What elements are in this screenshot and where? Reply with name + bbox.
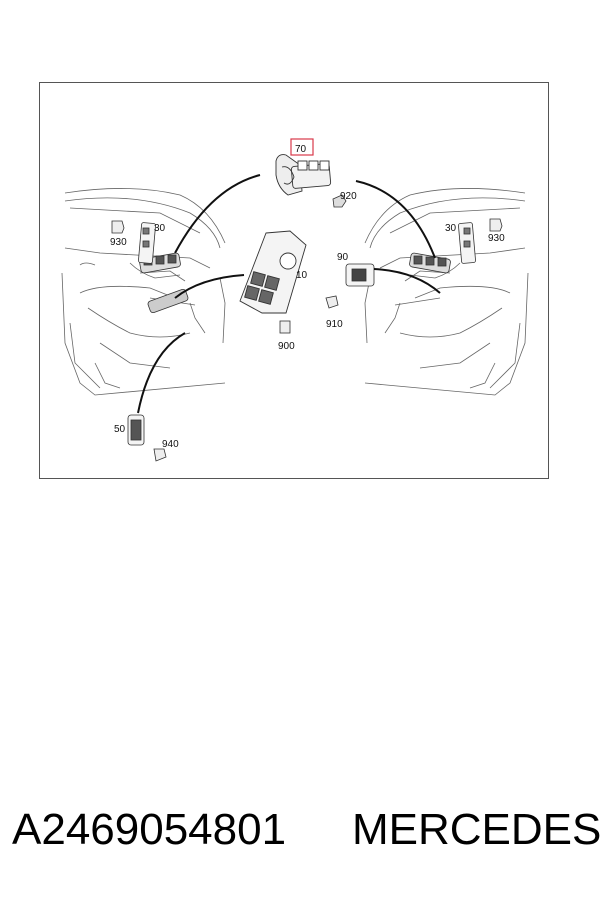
callout-930-right: 930 [488,233,505,244]
switch-50 [127,414,145,446]
callout-70-highlight-box [290,138,314,156]
callout-30-right: 30 [445,223,457,234]
seat-switch-70 [275,154,332,196]
diagram-frame: 70 920 930 30 10 900 90 910 30 930 50 94… [39,82,549,479]
leader-lines [137,174,441,414]
callout-30-left: 30 [154,223,166,234]
connector-930-right [489,218,503,232]
left-door-drawing [61,188,226,396]
connector-900 [279,320,291,334]
window-switch-unit-10 [239,230,307,314]
connector-930-left [111,220,125,234]
connector-920 [332,194,347,208]
switch-90 [345,263,375,287]
switch-30-left [138,222,156,264]
callout-70: 70 [295,144,307,155]
callout-940: 940 [162,439,179,450]
switch-30-right [458,222,476,264]
callout-920: 920 [340,191,357,202]
callout-900: 900 [278,341,295,352]
right-door-drawing [364,188,529,396]
callout-90: 90 [337,252,349,263]
brand-name: MERCEDES [352,805,600,854]
leader-70-to-right-door [355,180,436,259]
leader-70-to-left-door [174,174,261,254]
callout-910: 910 [326,319,343,330]
callout-50: 50 [114,424,126,435]
callout-930-left: 930 [110,237,127,248]
parts-diagram: 70 920 930 30 10 900 90 910 30 930 50 94… [61,138,529,462]
leader-10-to-left-door [174,274,245,299]
connector-910 [325,295,339,309]
leader-90-to-right-door [373,268,441,294]
right-door-switch-panel [409,252,451,274]
leader-50-to-left-door [137,332,186,414]
callout-10: 10 [296,270,308,281]
part-number: A2469054801 [12,805,287,854]
connector-940 [153,448,167,462]
